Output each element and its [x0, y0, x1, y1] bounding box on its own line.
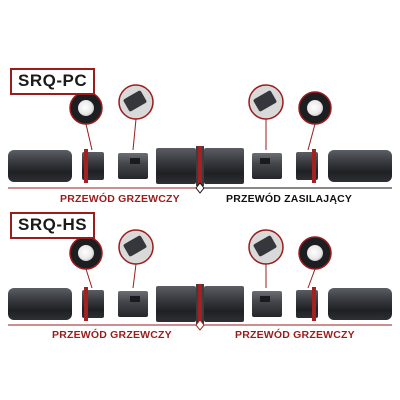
srq-pc-assembly [8, 84, 392, 194]
pc-right-caption: PRZEWÓD ZASILAJĄCY [226, 193, 353, 205]
zoom-circle-hs-right-contact [248, 229, 284, 288]
pc-left-nut [82, 149, 104, 183]
pc-left-cap [8, 150, 72, 182]
zoom-circle-pc-right-contact [248, 84, 284, 150]
hs-right-cap [328, 288, 392, 320]
zoom-circle-hs-left-contact [118, 229, 154, 289]
pc-right-contact-block [252, 153, 282, 179]
srq-pc-title: SRQ-PC [10, 68, 96, 95]
hs-left-nut [82, 287, 104, 321]
hs-center-marker [195, 319, 205, 331]
hs-left-caption: PRZEWÓD GRZEWCZY [52, 329, 172, 341]
zoom-circle-hs-right-insert [298, 236, 332, 289]
pc-right-cap [328, 150, 392, 182]
hs-right-nut [296, 287, 318, 321]
hs-right-caption: PRZEWÓD GRZEWCZY [235, 329, 355, 341]
zoom-circle-pc-right-insert [298, 91, 332, 151]
zoom-circle-pc-left-contact [118, 84, 154, 151]
zoom-circle-hs-left-insert [69, 236, 103, 289]
pc-center-marker [195, 182, 205, 194]
pc-left-caption: PRZEWÓD GRZEWCZY [60, 193, 180, 205]
srq-hs-title: SRQ-HS [10, 212, 96, 239]
pc-left-contact-block [118, 153, 148, 179]
zoom-circle-pc-left-insert [69, 91, 103, 151]
pc-right-nut [296, 149, 318, 183]
hs-left-contact-block [118, 291, 148, 317]
hs-center-body [156, 284, 244, 324]
srq-hs-assembly [8, 229, 392, 331]
hs-right-contact-block [252, 291, 282, 317]
hs-left-cap [8, 288, 72, 320]
pc-center-body [156, 146, 244, 186]
